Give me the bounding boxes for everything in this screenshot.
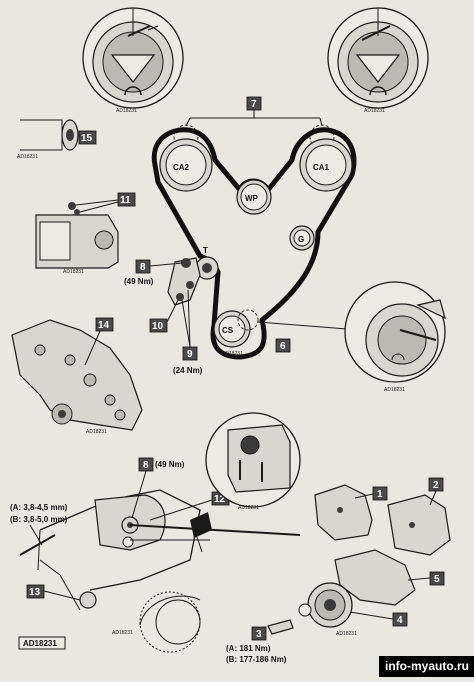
svg-text:AD18231: AD18231 (23, 639, 57, 648)
callout-13: 13 (26, 584, 45, 599)
torque-9: (24 Nm) (173, 366, 203, 375)
part-14-engine-block (11, 319, 143, 431)
svg-text:CA1: CA1 (313, 163, 330, 172)
svg-text:13: 13 (29, 587, 41, 598)
code-crank-detail: AD18231 (384, 387, 405, 393)
tensioner-gap-detail (19, 489, 301, 653)
torque-8-top: (49 Nm) (124, 277, 154, 286)
code-15: AD18231 (17, 154, 38, 160)
crank-mark-detail (344, 281, 446, 383)
svg-text:10: 10 (152, 321, 164, 332)
torque-8-bottom: (49 Nm) (155, 460, 185, 469)
svg-text:CS: CS (222, 326, 234, 335)
callout-10: 10 (149, 318, 168, 333)
callout-8-top: 8 (135, 259, 151, 274)
camshaft-sprocket-ca1: CA1 (299, 138, 353, 192)
site-watermark: info-myauto.ru (379, 656, 474, 677)
code-11: AD18231 (63, 269, 84, 275)
code-pulley: AD18231 (336, 631, 357, 637)
svg-text:G: G (298, 235, 304, 244)
code-14: AD18231 (86, 429, 107, 435)
svg-text:1: 1 (377, 489, 383, 500)
callout-4: 4 (392, 612, 408, 627)
ca1-mark-detail (327, 7, 429, 109)
callout-1: 1 (372, 486, 388, 501)
crank-pulley-4 (298, 582, 353, 628)
ca2-mark-detail (82, 7, 184, 109)
part-11-bracket (35, 202, 119, 269)
upper-cover-2 (387, 494, 451, 556)
callout-15: 15 (78, 130, 97, 145)
pulley-bolt-3 (267, 619, 294, 635)
torque-3b: (B: 177-186 Nm) (226, 655, 287, 664)
gap-b: (B: 3,8-5,0 mm) (10, 515, 68, 524)
code-tensioner: AD18231 (112, 630, 133, 636)
svg-text:12: 12 (214, 494, 226, 505)
svg-text:WP: WP (245, 194, 259, 203)
part-15-shaft (20, 119, 79, 151)
code-pin: AD18231 (238, 505, 259, 511)
code-ca2-detail: AD18231 (116, 108, 137, 114)
code-ca1-detail: AD18231 (364, 108, 385, 114)
callout-6: 6 (275, 338, 291, 353)
callout-9: 9 (182, 346, 198, 361)
callout-5: 5 (429, 571, 445, 586)
callout-14: 14 (95, 317, 114, 332)
svg-text:9: 9 (187, 349, 193, 360)
svg-text:15: 15 (81, 133, 93, 144)
svg-text:8: 8 (143, 460, 149, 471)
svg-text:2: 2 (433, 480, 439, 491)
callout-3: 3 (251, 626, 267, 641)
locking-pin-detail (205, 412, 301, 508)
timing-belt (151, 127, 357, 360)
camshaft-sprocket-ca2: CA2 (159, 138, 213, 192)
torque-3a: (A: 181 Nm) (226, 644, 271, 653)
svg-text:3: 3 (256, 629, 262, 640)
svg-text:T: T (203, 246, 208, 255)
callout-7: 7 (246, 96, 262, 111)
svg-text:8: 8 (140, 262, 146, 273)
water-pump-pulley: WP (236, 179, 272, 215)
gap-a: (A: 3,8-4,5 mm) (10, 503, 68, 512)
idler-pulley-g: G (289, 225, 315, 251)
svg-text:11: 11 (120, 195, 131, 206)
svg-text:6: 6 (280, 341, 286, 352)
tensioner-assembly: T (167, 246, 219, 306)
svg-text:5: 5 (434, 574, 440, 585)
svg-text:7: 7 (251, 99, 257, 110)
svg-text:CA2: CA2 (173, 163, 190, 172)
upper-cover-1 (314, 484, 373, 541)
crankshaft-sprocket-cs: CS (213, 310, 251, 348)
figure-code: AD18231 (18, 636, 66, 650)
svg-text:14: 14 (98, 320, 110, 331)
code-cs: AD18231 (222, 351, 243, 357)
svg-text:4: 4 (397, 615, 403, 626)
callout-8-bottom: 8 (138, 457, 154, 472)
callout-2: 2 (428, 477, 444, 492)
callout-11: 11 (117, 192, 136, 207)
